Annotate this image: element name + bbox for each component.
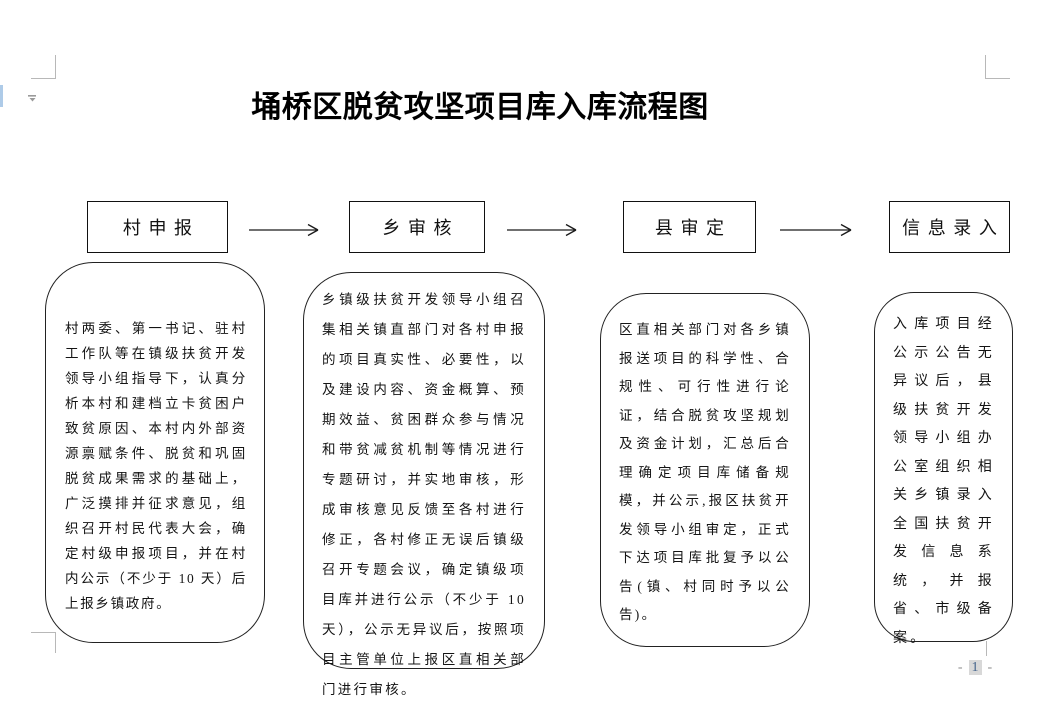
stage-detail-county-approval: 区直相关部门对各乡镇报送项目的科学性、合规性、可行性进行论证，结合脱贫攻坚规划及… <box>600 293 810 647</box>
stage-label: 信息录入 <box>902 218 1005 238</box>
stage-detail-information-entry: 入库项目经公示公告无异议后，县级扶贫开发领导小组办公室组织相关乡镇录入全国扶贫开… <box>874 292 1013 646</box>
margin-crop-mark-top-right <box>985 55 1010 79</box>
page-number-value: 1 <box>968 660 982 675</box>
margin-crop-mark-top-left <box>31 55 56 79</box>
stage-detail-township-review: 乡镇级扶贫开发领导小组召集相关镇直部门对各村申报的项目真实性、必要性，以及建设内… <box>303 272 545 697</box>
stage-label: 县审定 <box>654 218 732 238</box>
stage-description: 乡镇级扶贫开发领导小组召集相关镇直部门对各村申报的项目真实性、必要性，以及建设内… <box>322 292 526 697</box>
page-number-suffix: - <box>987 660 993 675</box>
stage-detail-village-declaration: 村两委、第一书记、驻村工作队等在镇级扶贫开发领导小组指导下，认真分析本村和建档立… <box>45 262 265 643</box>
stage-description: 入库项目经公示公告无异议后，县级扶贫开发领导小组办公室组织相关乡镇录入全国扶贫开… <box>893 317 995 646</box>
stage-box-information-entry: 信息录入 <box>889 201 1010 253</box>
stage-label: 村申报 <box>122 218 200 238</box>
stage-box-township-review: 乡审核 <box>349 201 485 253</box>
stage-label: 乡审核 <box>382 218 460 238</box>
flow-arrow-icon <box>249 223 319 237</box>
stage-box-county-approval: 县审定 <box>623 201 756 253</box>
left-margin-strip <box>0 85 3 107</box>
collapse-outline-icon <box>27 90 38 108</box>
page-title: 埇桥区脱贫攻坚项目库入库流程图 <box>251 91 709 124</box>
page-number: -1- <box>930 660 1020 676</box>
flow-arrow-icon <box>780 223 852 237</box>
stage-description: 区直相关部门对各乡镇报送项目的科学性、合规性、可行性进行论证，结合脱贫攻坚规划及… <box>619 322 791 622</box>
flow-arrow-icon <box>507 223 577 237</box>
stage-description: 村两委、第一书记、驻村工作队等在镇级扶贫开发领导小组指导下，认真分析本村和建档立… <box>65 321 247 611</box>
margin-crop-mark-bottom-left <box>31 632 56 653</box>
stage-box-village-declaration: 村申报 <box>87 201 228 253</box>
page-number-prefix: - <box>957 660 963 675</box>
margin-crop-mark-bottom-right <box>986 641 987 656</box>
